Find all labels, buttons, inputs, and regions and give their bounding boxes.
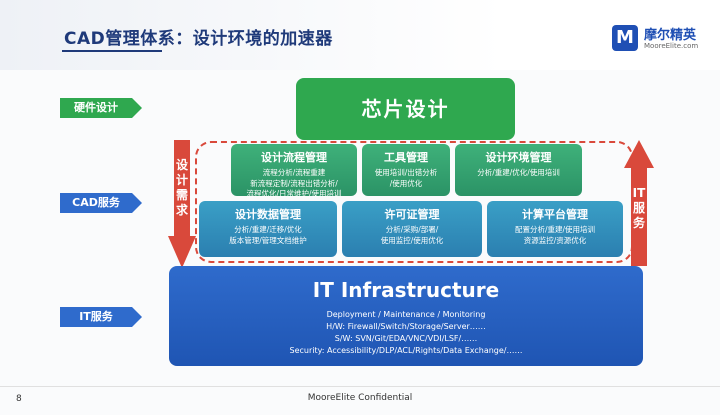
box-line: 使用监控/使用优化	[380, 235, 444, 245]
tag-arrow-shape	[60, 98, 142, 118]
box-line: 流程优化/日常维护/使用培训	[246, 189, 342, 198]
it-service-label: IT服务	[79, 310, 113, 323]
infrastructure-line: Security: Accessibility/DLP/ACL/Rights/D…	[289, 346, 523, 355]
it-service-arrow-text: IT 服 务	[632, 186, 646, 231]
box-description: 分析/采购/部署/ 使用监控/使用优化	[342, 222, 482, 246]
arrow-char: 需	[175, 188, 188, 202]
box-title: 设计环境管理	[485, 151, 552, 164]
box-title: 设计数据管理	[235, 208, 301, 221]
arrow-char: 求	[175, 203, 188, 217]
infrastructure-line: S/W: SVN/Git/EDA/VNC/VDI/LSF/……	[334, 334, 478, 343]
compute-platform-management-box: 计算平台管理 配置分析/重建/使用培训 资源监控/资源优化	[487, 201, 623, 257]
hardware-design-tag: 硬件设计	[60, 98, 142, 118]
infrastructure-line: Deployment / Maintenance / Monitoring	[326, 310, 486, 319]
box-line: 使用培训/出错分析	[374, 168, 438, 177]
hardware-design-label: 硬件设计	[74, 101, 118, 114]
box-line: 流程分析/流程重建	[262, 168, 326, 177]
infrastructure-title: IT Infrastructure	[312, 278, 500, 302]
cad-service-tag: CAD服务	[60, 193, 142, 213]
design-flow-management-box: 设计流程管理 流程分析/流程重建 新流程定制/流程出错分析/ 流程优化/日常维护…	[231, 144, 357, 198]
design-data-management-box: 设计数据管理 分析/重建/迁移/优化 版本管理/管理文档维护	[199, 201, 337, 257]
box-description: 使用培训/出错分析 /使用优化	[362, 165, 450, 189]
box-title: 许可证管理	[384, 208, 440, 221]
cad-service-label: CAD服务	[72, 196, 120, 209]
footer-divider	[0, 386, 720, 387]
box-title: 工具管理	[384, 151, 428, 164]
arrow-char: 服	[632, 201, 645, 215]
design-requirement-text: 设 计 需 求	[175, 158, 189, 218]
box-line: 分析/重建/迁移/优化	[234, 225, 302, 234]
tag-arrow-shape	[60, 307, 142, 327]
license-management-box: 许可证管理 分析/采购/部署/ 使用监控/使用优化	[342, 201, 482, 257]
infrastructure-line: H/W: Firewall/Switch/Storage/Server……	[326, 322, 486, 331]
it-infrastructure-box: IT Infrastructure Deployment / Maintenan…	[169, 266, 643, 366]
box-title: 计算平台管理	[522, 208, 588, 221]
box-line: 版本管理/管理文档维护	[229, 235, 307, 245]
box-title: 设计流程管理	[261, 151, 327, 164]
arrow-char: 计	[175, 173, 188, 187]
box-line: /使用优化	[389, 178, 423, 188]
logo-name: 摩尔精英	[644, 28, 697, 43]
cad-service-region	[195, 141, 633, 263]
logo-url: MooreElite.com	[644, 42, 699, 50]
title-underline	[62, 50, 162, 52]
tag-arrow-shape	[60, 193, 142, 213]
page-number: 8	[16, 394, 22, 404]
header-bar	[0, 0, 720, 70]
arrow-char: 设	[175, 158, 188, 172]
tool-management-box: 工具管理 使用培训/出错分析 /使用优化	[362, 144, 450, 196]
box-description: 配置分析/重建/使用培训 资源监控/资源优化	[487, 222, 623, 246]
logo-icon: M	[612, 25, 638, 51]
design-requirement-arrow	[168, 140, 196, 268]
box-line: 分析/重建/优化/使用培训	[477, 168, 560, 177]
box-description: 分析/重建/优化/使用培训	[455, 165, 582, 179]
arrow-char: IT	[632, 186, 646, 200]
arrow-char: 务	[632, 216, 645, 230]
box-line: 分析/采购/部署/	[385, 225, 439, 234]
box-line: 配置分析/重建/使用培训	[514, 225, 596, 234]
box-description: 流程分析/流程重建 新流程定制/流程出错分析/ 流程优化/日常维护/使用培训	[231, 165, 357, 200]
chip-design-box: 芯片设计	[296, 78, 515, 140]
design-environment-management-box: 设计环境管理 分析/重建/优化/使用培训	[455, 144, 582, 196]
confidential-notice: MooreElite Confidential	[307, 393, 413, 403]
it-service-tag: IT服务	[60, 307, 142, 327]
box-line: 新流程定制/流程出错分析/	[250, 178, 338, 188]
slide-title: CAD管理体系：设计环境的加速器	[64, 29, 333, 49]
box-description: 分析/重建/迁移/优化 版本管理/管理文档维护	[199, 222, 337, 246]
box-line: 资源监控/资源优化	[523, 235, 587, 245]
